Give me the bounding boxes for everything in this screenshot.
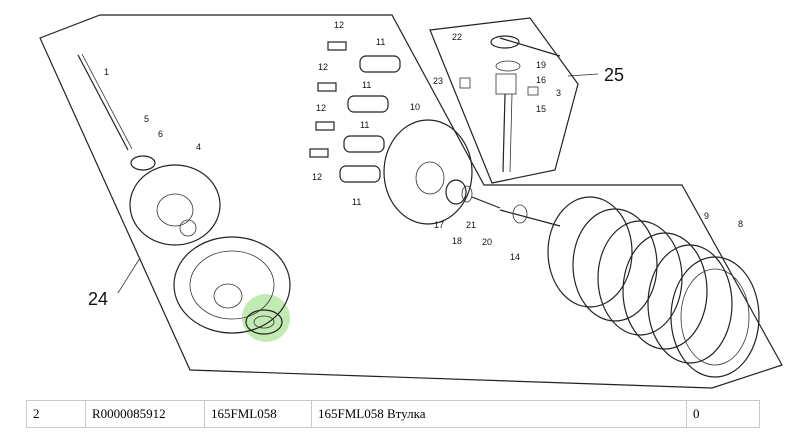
release-pin bbox=[471, 196, 501, 209]
bushing-part bbox=[245, 309, 283, 335]
push-rod bbox=[77, 54, 129, 151]
clutch-housing bbox=[129, 164, 221, 246]
bolt-12a bbox=[327, 41, 347, 51]
assembly-24-outline bbox=[39, 14, 783, 389]
clutch-plate-6-inner bbox=[680, 268, 750, 366]
clutch-plate-1 bbox=[547, 196, 633, 308]
basket-ring bbox=[179, 219, 197, 237]
callout-12b: 12 bbox=[318, 62, 328, 72]
pressure-plate bbox=[383, 119, 473, 225]
clutch-basket-hub bbox=[213, 283, 243, 309]
group-label-24: 24 bbox=[88, 289, 108, 309]
assembly-25-outline bbox=[429, 17, 579, 184]
callout-19: 19 bbox=[536, 60, 546, 70]
callout-1: 1 bbox=[104, 67, 109, 77]
bolt-12c bbox=[315, 121, 335, 131]
lever-spring bbox=[495, 73, 517, 95]
callout-12c: 12 bbox=[316, 103, 326, 113]
cell-part-code: R0000085912 bbox=[85, 400, 205, 428]
release-shaft-head bbox=[512, 204, 528, 224]
parts-table: 2 R0000085912 165FML058 165FML058 Втулка… bbox=[26, 400, 760, 428]
callout-16: 16 bbox=[536, 75, 546, 85]
table-row[interactable]: 2 R0000085912 165FML058 165FML058 Втулка… bbox=[26, 400, 760, 428]
callout-14: 14 bbox=[510, 252, 520, 262]
clutch-plate-4 bbox=[622, 232, 708, 350]
clutch-basket-gear bbox=[173, 236, 291, 334]
lever-shaft bbox=[502, 93, 506, 173]
clutch-plate-5 bbox=[647, 244, 733, 364]
cell-model: 165FML058 bbox=[204, 400, 312, 428]
callout-8: 8 bbox=[738, 219, 743, 229]
highlighted-bushing-marker bbox=[242, 294, 290, 342]
clutch-plate-3 bbox=[597, 220, 683, 336]
push-rod-edge bbox=[81, 53, 133, 150]
cell-row-number: 2 bbox=[26, 400, 86, 428]
spring-11d bbox=[339, 165, 381, 183]
clutch-plate-2 bbox=[572, 208, 658, 322]
bolt-12d bbox=[309, 148, 329, 158]
pressure-plate-hub bbox=[415, 161, 445, 195]
lever-washer bbox=[495, 60, 521, 72]
lever-bolt-3 bbox=[527, 86, 539, 96]
clutch-plate-6 bbox=[670, 256, 760, 378]
callout-10: 10 bbox=[410, 102, 420, 112]
release-shaft bbox=[499, 209, 561, 227]
clutch-washer bbox=[130, 155, 156, 171]
lever-bolt-23 bbox=[459, 77, 471, 89]
cell-part-name: 165FML058 Втулка bbox=[311, 400, 687, 428]
callout-21: 21 bbox=[466, 220, 476, 230]
bushing-part-inner bbox=[253, 315, 275, 329]
cell-quantity: 0 bbox=[686, 400, 760, 428]
callout-5: 5 bbox=[144, 114, 149, 124]
leader-24 bbox=[117, 257, 141, 294]
callout-15: 15 bbox=[536, 104, 546, 114]
callout-11d: 11 bbox=[352, 197, 361, 207]
callout-11c: 11 bbox=[360, 120, 369, 130]
callout-6: 6 bbox=[158, 129, 163, 139]
spring-11c bbox=[343, 135, 385, 153]
lever-hub bbox=[490, 35, 520, 49]
lever-shaft-edge bbox=[509, 93, 513, 173]
callout-20: 20 bbox=[482, 237, 492, 247]
callout-18: 18 bbox=[452, 236, 462, 246]
callout-23: 23 bbox=[433, 76, 443, 86]
clutch-exploded-diagram: 1 5 6 4 12 12 12 12 11 11 11 11 10 17 18… bbox=[39, 14, 783, 389]
spring-11a bbox=[359, 55, 401, 73]
callout-3: 3 bbox=[556, 88, 561, 98]
clutch-basket-inner bbox=[189, 250, 275, 320]
callout-11b: 11 bbox=[362, 80, 371, 90]
lever-arm bbox=[499, 37, 561, 57]
group-label-25: 25 bbox=[604, 65, 624, 85]
callout-12d: 12 bbox=[312, 172, 322, 182]
release-bearing bbox=[445, 179, 467, 205]
release-washer bbox=[461, 185, 473, 203]
clutch-housing-hub bbox=[156, 193, 194, 227]
callout-11a: 11 bbox=[376, 37, 385, 47]
bolt-12b bbox=[317, 82, 337, 92]
callout-17: 17 bbox=[434, 220, 444, 230]
callout-22: 22 bbox=[452, 32, 462, 42]
callout-9: 9 bbox=[704, 211, 709, 221]
leader-25 bbox=[567, 73, 599, 77]
callout-12a: 12 bbox=[334, 20, 344, 30]
spring-11b bbox=[347, 95, 389, 113]
callout-4: 4 bbox=[196, 142, 201, 152]
